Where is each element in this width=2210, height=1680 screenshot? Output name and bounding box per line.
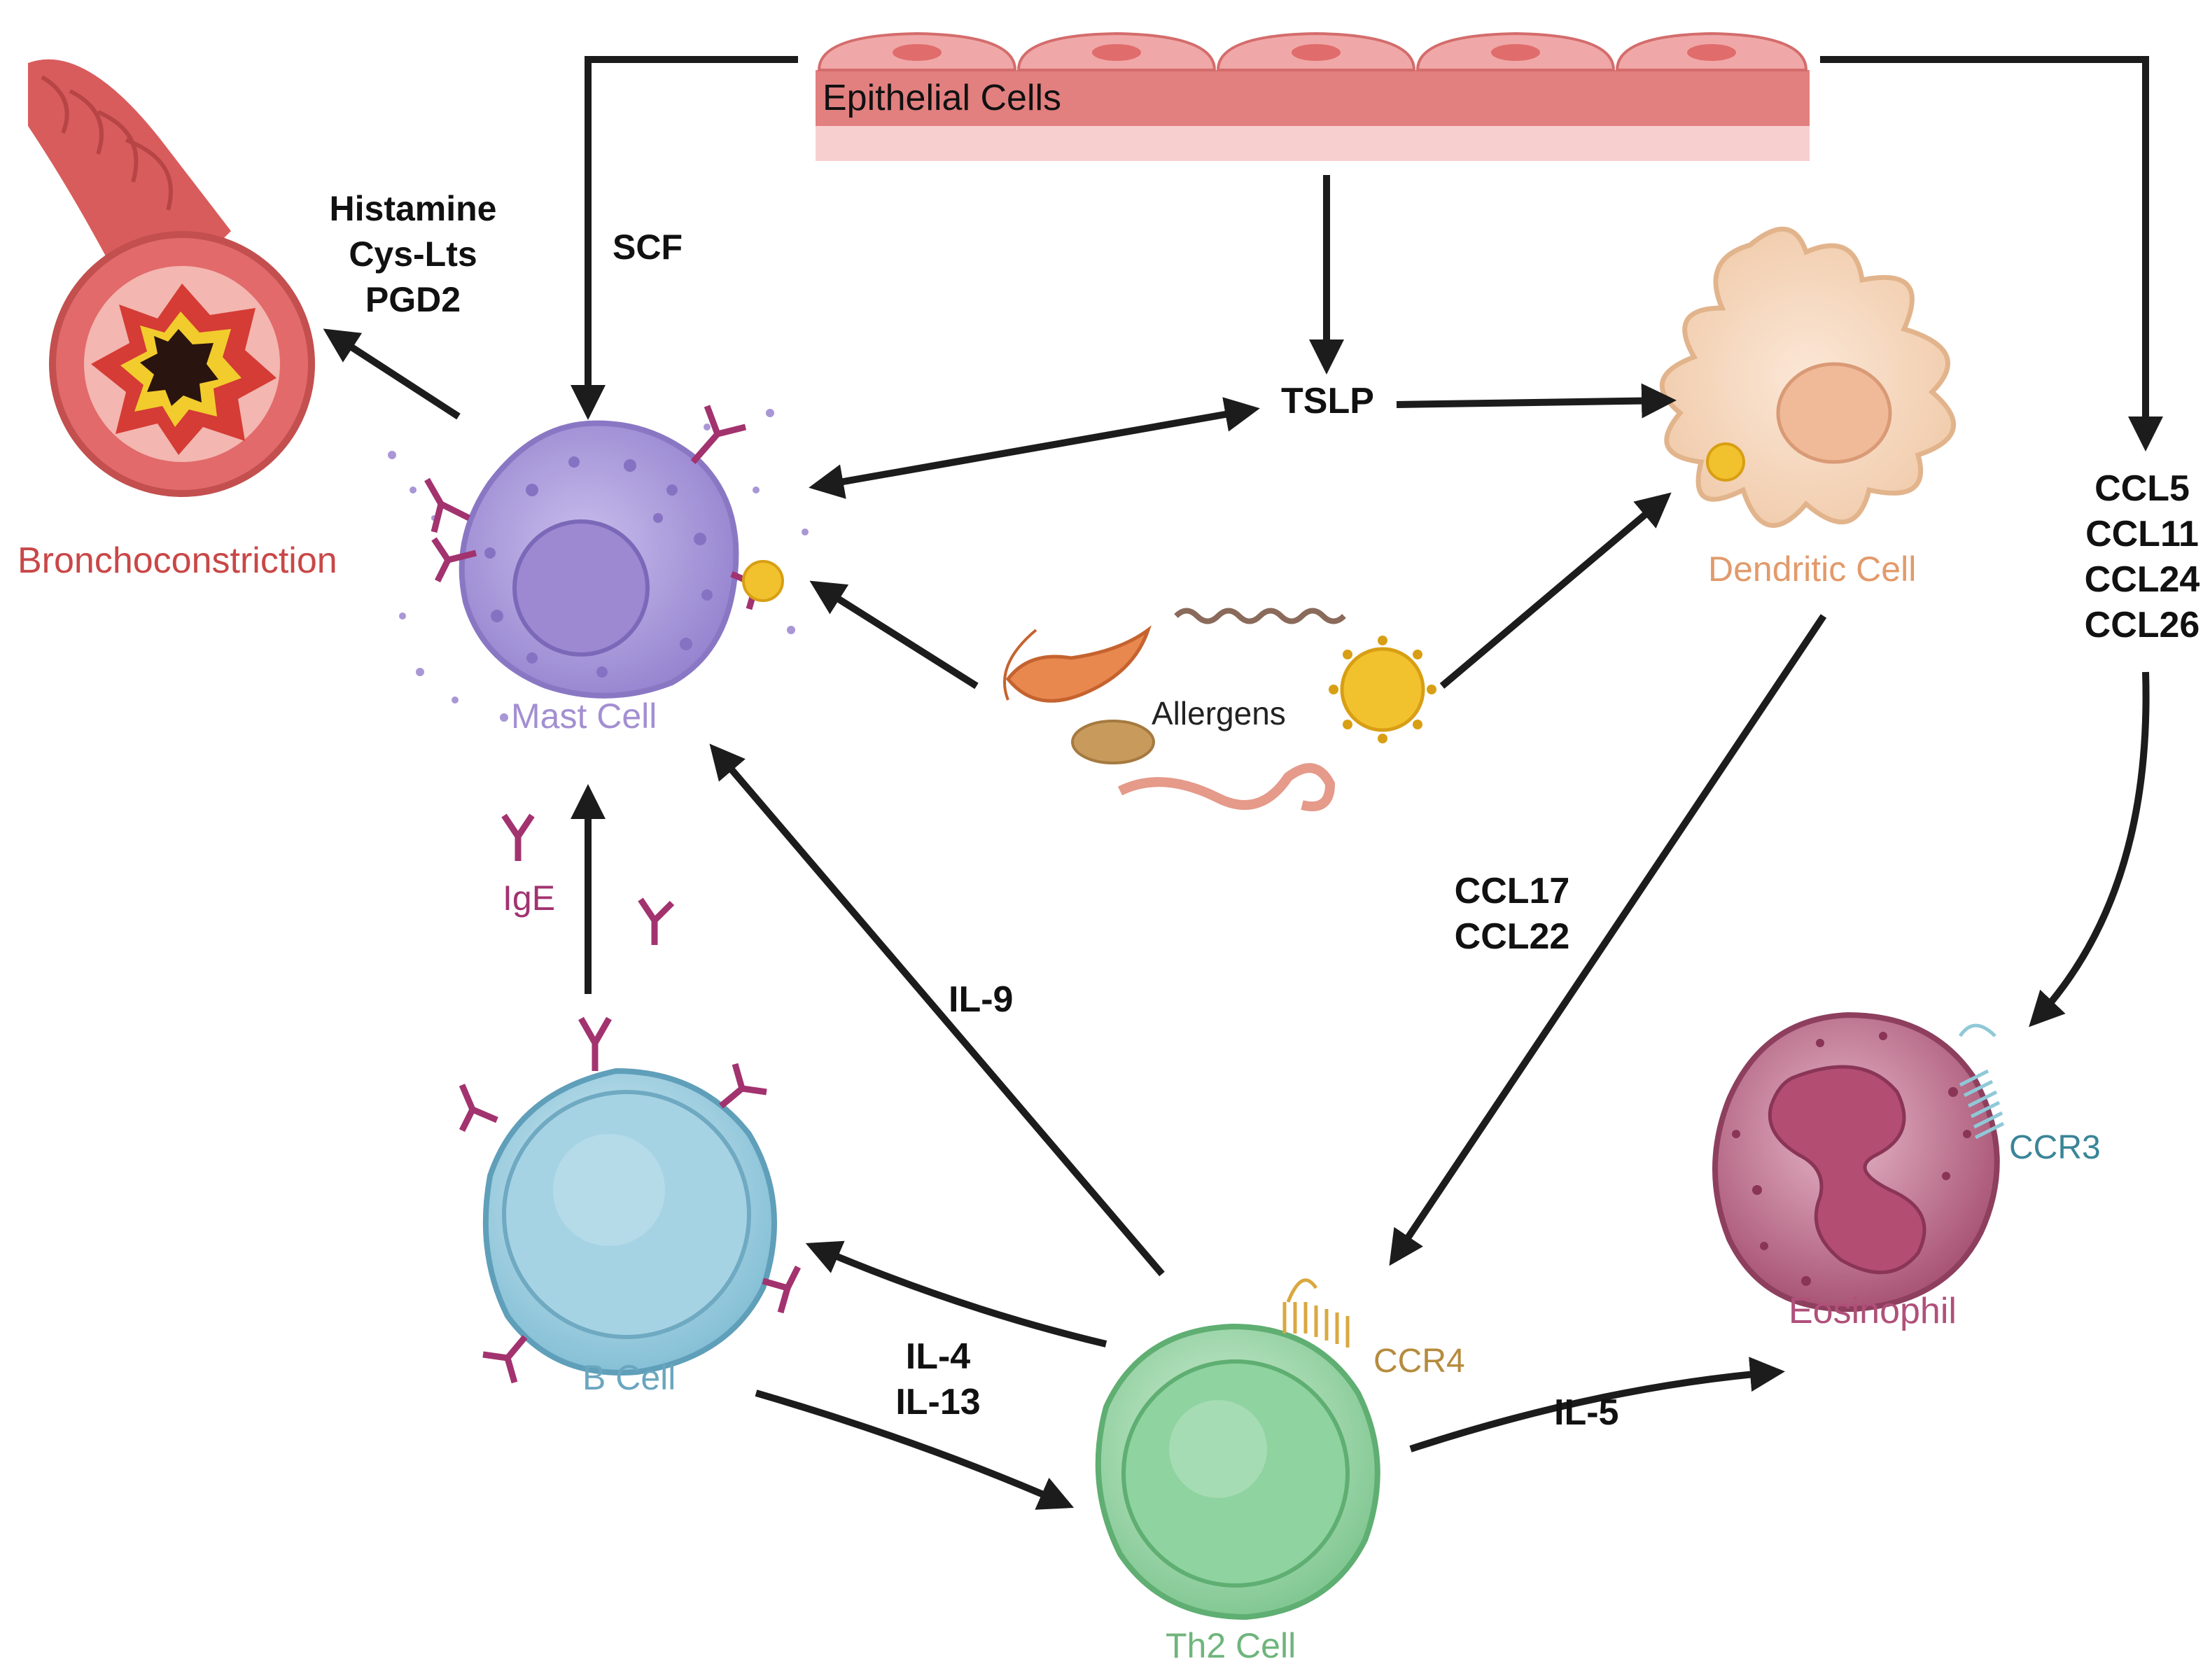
ccr3-label: CCR3 <box>2009 1129 2101 1166</box>
ccr3-receptor <box>1958 1023 2005 1140</box>
arrow-th2-to-mast-il9 <box>709 743 1165 1277</box>
allergens-group <box>1003 608 1436 811</box>
ccl26-label: CCL26 <box>2085 605 2200 645</box>
arrow-dendritic-to-th2 <box>1389 614 1827 1266</box>
th2-cell-label: Th2 Cell <box>1166 1626 1296 1665</box>
arrows <box>323 56 2163 1510</box>
arrow-epithelium-to-eosinophil-chemokines <box>1820 56 2163 451</box>
arrow-bcell-to-th2 <box>755 1390 1075 1510</box>
eosinophil <box>1712 1011 2000 1312</box>
epithelial-cells-label: Epithelial Cells <box>823 78 1061 118</box>
cys-lts-label: Cys-Lts <box>349 234 477 274</box>
arrow-th2-to-bcell <box>805 1240 1107 1348</box>
arrow-allergens-to-dendritic <box>1439 492 1672 689</box>
histamine-label: Histamine <box>330 189 497 228</box>
ige-label: IgE <box>503 878 555 918</box>
mast-cell-label: Mast Cell <box>511 696 657 736</box>
il5-label: IL-5 <box>1554 1392 1618 1433</box>
arrow-epithelium-to-mast <box>571 56 798 420</box>
arrow-tslp-mast-bidirectional <box>809 397 1260 499</box>
il9-label: IL-9 <box>949 979 1013 1020</box>
pgd2-label: PGD2 <box>365 280 461 319</box>
ccl17-label: CCL17 <box>1455 871 1570 911</box>
epithelium <box>816 31 1810 161</box>
arrow-th2-to-eosinophil-il5 <box>1409 1357 1785 1452</box>
tslp-label: TSLP <box>1281 381 1374 421</box>
mast-cell <box>388 409 809 722</box>
il4-label: IL-4 <box>906 1336 971 1377</box>
arrow-tslp-to-dendritic <box>1396 383 1677 419</box>
b-cell <box>482 1068 777 1376</box>
ccr4-label: CCR4 <box>1373 1343 1465 1380</box>
b-cell-label: B Cell <box>582 1358 676 1397</box>
il13-label: IL-13 <box>895 1382 980 1422</box>
airway-illustration <box>28 59 315 497</box>
ccl5-label: CCL5 <box>2094 468 2190 509</box>
ccl24-label: CCL24 <box>2085 559 2200 600</box>
allergens-label: Allergens <box>1152 695 1286 732</box>
free-ige-antibodies <box>501 813 675 945</box>
arrow-chemokines-to-eosinophil <box>2029 671 2150 1028</box>
bronchoconstriction-label: Bronchoconstriction <box>18 540 337 581</box>
arrow-allergens-to-mast <box>809 580 979 690</box>
mast-cell-allergen <box>742 560 784 602</box>
ccl11-label: CCL11 <box>2085 514 2199 554</box>
th2-cell <box>1095 1323 1380 1620</box>
b-cell-bcr-antibodies <box>459 1016 802 1384</box>
eosinophil-label: Eosinophil <box>1789 1291 1957 1331</box>
dendritic-cell-label: Dendritic Cell <box>1708 550 1916 589</box>
epithelial-cell-tops <box>817 31 1808 71</box>
dendritic-cell <box>1659 226 1957 528</box>
arrow-mast-to-airway <box>323 328 461 420</box>
ccl22-label: CCL22 <box>1455 916 1570 957</box>
ccr4-receptor <box>1282 1278 1350 1348</box>
scf-label: SCF <box>613 227 683 267</box>
